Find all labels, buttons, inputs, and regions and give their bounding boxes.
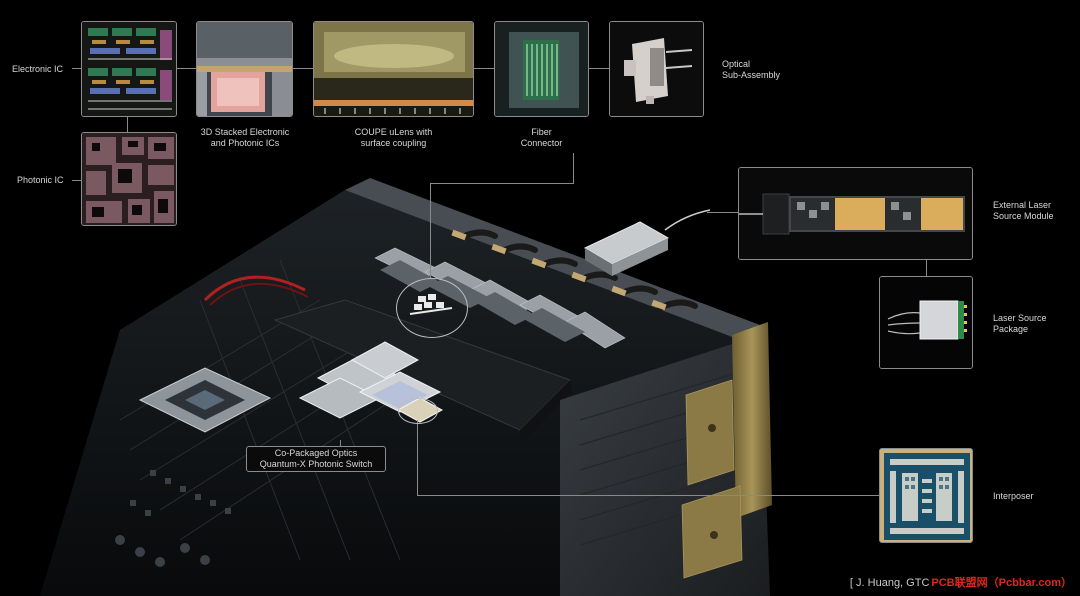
connector-line: [176, 68, 196, 69]
connector-line: [430, 183, 431, 278]
fiber-connector-glyph: [409, 294, 453, 315]
cpo-callout-box: [246, 446, 386, 472]
connector-line: [72, 180, 81, 181]
interposer-image: [879, 448, 973, 543]
optical-sub-assembly-label: Optical Sub-Assembly: [722, 59, 781, 80]
connector-line: [417, 420, 418, 495]
stacked-ics-image: [196, 21, 293, 117]
connector-line: [474, 68, 494, 69]
stacked-ics-label: 3D Stacked Electronic and Photonic ICs: [200, 127, 290, 148]
connector-line: [430, 183, 574, 184]
fiber-connector-highlight: [396, 278, 468, 338]
connector-line: [417, 495, 879, 496]
interposer-label: Interposer: [993, 491, 1034, 501]
connector-line: [589, 68, 609, 69]
watermark-text: PCB联盟网（Pcbbar.com）: [931, 577, 1072, 589]
photonic-ic-label: Photonic IC: [17, 175, 64, 185]
photonic-ic-image: [81, 132, 177, 226]
electronic-ic-label: Electronic IC: [12, 64, 64, 74]
connector-line: [707, 212, 738, 213]
laser-source-package-label: Laser Source Package: [993, 313, 1047, 334]
fiber-connector-image: [494, 21, 589, 117]
connector-line: [127, 117, 128, 132]
connector-line: [573, 153, 574, 183]
coupe-ulens-label: COUPE uLens with surface coupling: [354, 127, 433, 148]
laser-source-package-image: [879, 276, 973, 369]
connector-line: [926, 260, 927, 276]
connector-line: [293, 68, 313, 69]
cpo-label: Co-Packaged Optics Quantum-X Photonic Sw…: [259, 448, 373, 469]
fiber-connector-label: Fiber Connector: [520, 127, 563, 148]
external-laser-source-module-label: External Laser Source Module: [993, 200, 1054, 221]
electronic-ic-image: [81, 21, 177, 117]
connector-line: [340, 440, 341, 447]
cpo-highlight: [398, 398, 438, 424]
external-laser-source-module-image: [738, 167, 973, 260]
optical-sub-assembly-image: [609, 21, 704, 117]
connector-line: [72, 68, 81, 69]
source-citation: [ J. Huang, GTC: [849, 577, 930, 589]
coupe-ulens-image: [313, 21, 474, 117]
